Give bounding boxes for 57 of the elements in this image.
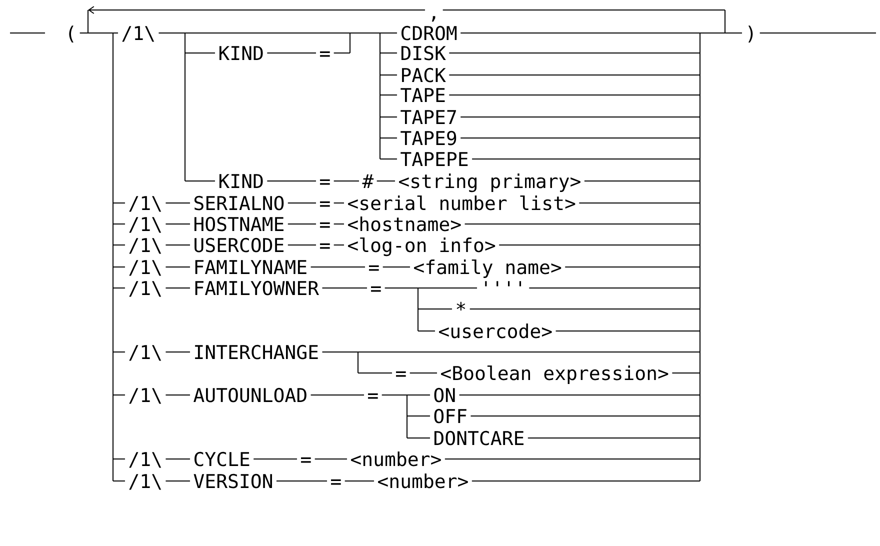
punctuation: =	[320, 222, 330, 228]
punctuation: )	[748, 26, 753, 42]
syntax-variable: <family name>	[414, 259, 562, 278]
keyword: DISK	[401, 46, 446, 60]
keyword: USERCODE	[194, 238, 284, 252]
keyword: CDROM	[402, 26, 457, 40]
punctuation: *	[456, 302, 466, 311]
keyword: TAPE9	[400, 130, 456, 146]
keyword: SERIALNO	[194, 196, 284, 210]
syntax-variable: <number>	[351, 452, 441, 466]
repeat-limit: /1\	[129, 238, 162, 254]
repeat-limit: /1\	[129, 474, 162, 490]
keyword: INTERCHANGE	[195, 344, 318, 360]
punctuation: (	[69, 26, 74, 42]
keyword: FAMILYOWNER	[195, 280, 320, 296]
punctuation: ,	[432, 16, 436, 22]
keyword: KIND	[219, 46, 263, 60]
keyword: OFF	[434, 408, 466, 424]
punctuation: =	[331, 479, 341, 485]
repeat-limit: /1\	[129, 452, 162, 468]
syntax-variable: <hostname>	[348, 216, 461, 232]
keyword: TAPE	[400, 88, 445, 102]
syntax-variable: <log-on info>	[348, 237, 496, 256]
repeat-limit: /1\	[129, 217, 162, 233]
punctuation: =	[320, 51, 330, 57]
keyword: CYCLE	[194, 452, 250, 466]
keyword: KIND	[219, 174, 263, 188]
syntax-variable: <serial number list>	[348, 195, 576, 210]
repeat-limit: /1\	[129, 388, 162, 404]
punctuation: =	[320, 243, 330, 249]
punctuation: =	[320, 179, 330, 185]
repeat-limit: /1\	[129, 345, 162, 361]
keyword: HOSTNAME	[194, 216, 284, 232]
keyword: VERSION	[194, 474, 272, 488]
punctuation: =	[368, 393, 378, 399]
keyword: ON	[434, 388, 455, 402]
repeat-limit: /1\	[122, 26, 154, 42]
syntax-variable: <usercode>	[439, 324, 552, 338]
keyword: PACK	[402, 68, 446, 82]
punctuation: =	[369, 265, 379, 271]
syntax-variable: <Boolean expression>	[441, 365, 668, 384]
punctuation: =	[320, 201, 330, 207]
keyword: DONTCARE	[434, 430, 524, 446]
punctuation: =	[301, 457, 311, 463]
punctuation: =	[396, 371, 406, 377]
keyword: TAPEPE	[400, 152, 468, 166]
keyword: AUTOUNLOAD	[194, 388, 306, 402]
punctuation: #	[362, 174, 374, 188]
syntax-variable: <string primary>	[399, 174, 580, 192]
keyword: FAMILYNAME	[195, 260, 306, 274]
punctuation: ''''	[485, 281, 522, 286]
keyword: TAPE7	[400, 110, 456, 124]
repeat-limit: /1\	[129, 260, 162, 276]
syntax-variable: <number>	[378, 474, 468, 488]
repeat-limit: /1\	[129, 196, 162, 212]
repeat-limit: /1\	[129, 281, 162, 297]
punctuation: =	[371, 286, 381, 292]
